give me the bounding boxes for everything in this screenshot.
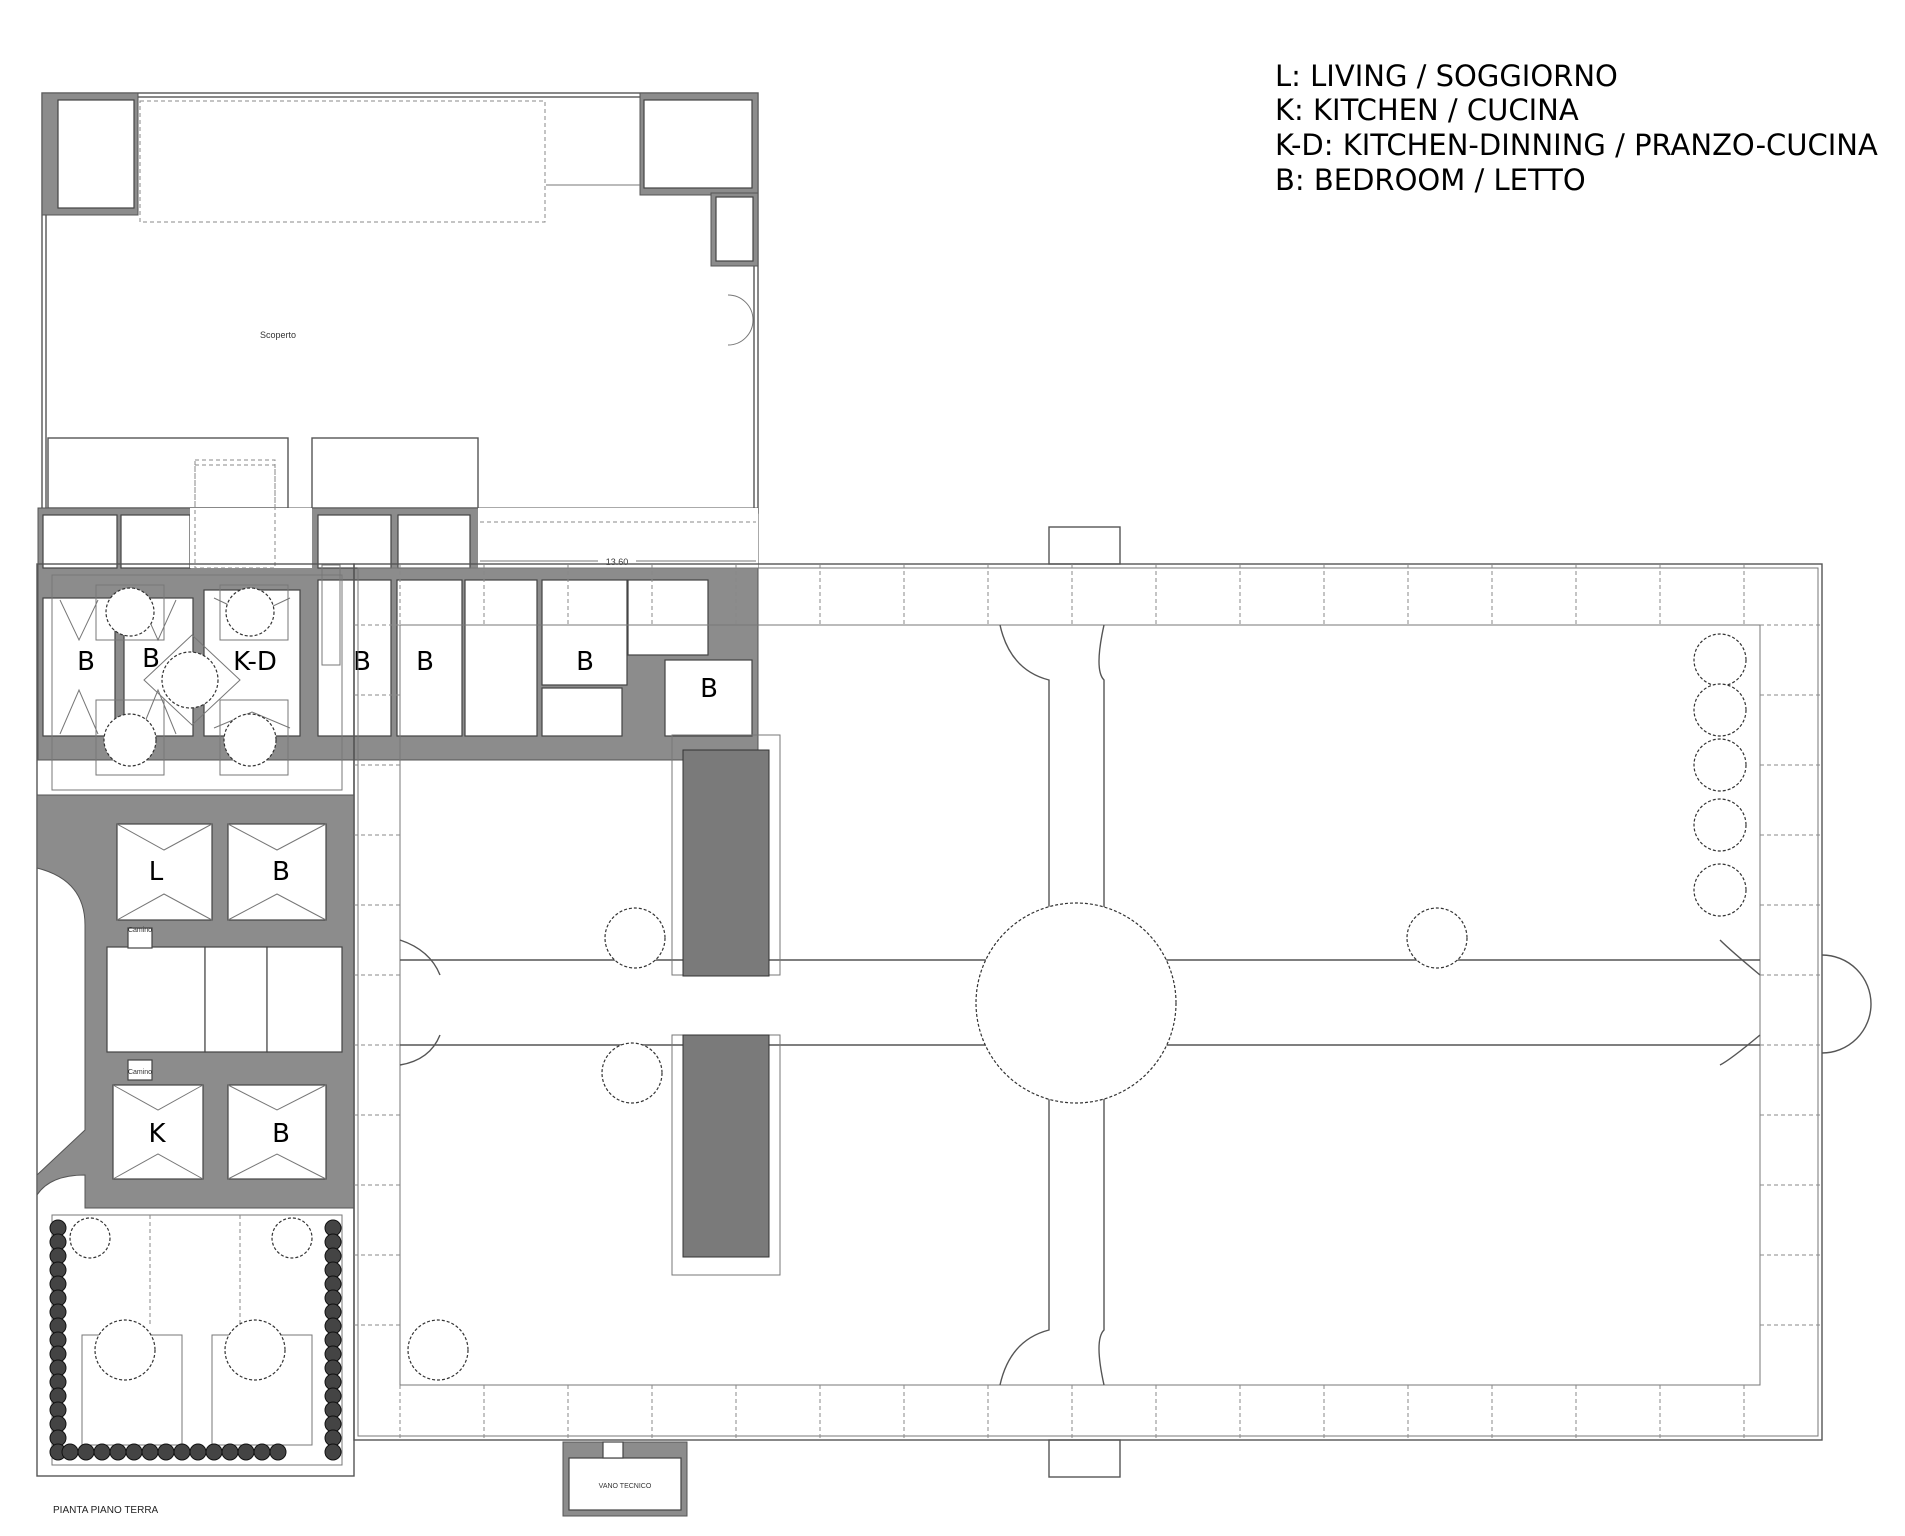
plant-room-label: VANO TECNICO — [599, 1483, 652, 1490]
room-label: B — [700, 674, 718, 704]
room-label: B — [272, 1119, 290, 1149]
room-label: B — [77, 647, 95, 677]
room-label: K-D — [233, 647, 277, 677]
dimension-label: 13.60 — [606, 557, 629, 567]
fireplace-label: Camino — [128, 1069, 152, 1076]
tree-icon — [1406, 907, 1468, 969]
tree-icon — [161, 651, 219, 709]
shrub-icon — [93, 1443, 111, 1461]
fireplace-label: Camino — [128, 927, 152, 934]
room-label: B — [272, 857, 290, 887]
dimension-line: 13.60 — [480, 521, 756, 567]
room-label: B — [416, 647, 434, 677]
legend: L: LIVING / SOGGIORNO K: KITCHEN / CUCIN… — [1275, 59, 1878, 197]
legend-item: K: KITCHEN / CUCINA — [1275, 93, 1579, 127]
tree-icon — [1693, 738, 1747, 792]
tree-icon — [975, 902, 1177, 1104]
courtyard-block: Scoperto — [41, 92, 759, 514]
tree-icon — [225, 587, 275, 637]
tree-icon — [94, 1319, 156, 1381]
room-label: B — [353, 647, 371, 677]
tree-icon — [1693, 683, 1747, 737]
room-label: B — [576, 647, 594, 677]
shrub-icon — [237, 1443, 255, 1461]
room-label: K — [148, 1119, 166, 1149]
shrub-icon — [77, 1443, 95, 1461]
tree-icon — [103, 713, 157, 767]
tree-icon — [69, 1217, 111, 1259]
shrub-icon — [157, 1443, 175, 1461]
plan-title: PIANTA PIANO TERRA — [53, 1505, 159, 1516]
west-wing: L B K B Camino Camino — [36, 794, 355, 1209]
tree-icon — [224, 1319, 286, 1381]
shrub-icon — [205, 1443, 223, 1461]
main-garden — [353, 526, 1872, 1478]
tree-icon — [271, 1217, 313, 1259]
courtyard-label: Scoperto — [260, 330, 296, 340]
tree-icon — [604, 907, 666, 969]
plant-room: VANO TECNICO — [562, 1441, 688, 1517]
shrub-icon — [269, 1443, 287, 1461]
room-label: L — [149, 857, 164, 887]
shrub-icon — [125, 1443, 143, 1461]
trees — [49, 587, 1747, 1461]
legend-item: B: BEDROOM / LETTO — [1275, 163, 1586, 197]
shrub-icon — [253, 1443, 271, 1461]
shrub-icon — [189, 1443, 207, 1461]
shrub-icon — [61, 1443, 79, 1461]
shrub-icon — [324, 1443, 342, 1461]
shrub-icon — [109, 1443, 127, 1461]
tree-icon — [105, 587, 155, 637]
tree-icon — [1693, 633, 1747, 687]
tree-icon — [601, 1042, 663, 1104]
tree-icon — [407, 1319, 469, 1381]
legend-item: K-D: KITCHEN-DINNING / PRANZO-CUCINA — [1275, 128, 1878, 162]
legend-item: L: LIVING / SOGGIORNO — [1275, 59, 1618, 93]
room-label: B — [142, 644, 160, 674]
tree-icon — [223, 713, 277, 767]
tree-icon — [1693, 798, 1747, 852]
shrub-icon — [141, 1443, 159, 1461]
shrub-icon — [173, 1443, 191, 1461]
tree-icon — [1693, 863, 1747, 917]
shrub-icon — [221, 1443, 239, 1461]
